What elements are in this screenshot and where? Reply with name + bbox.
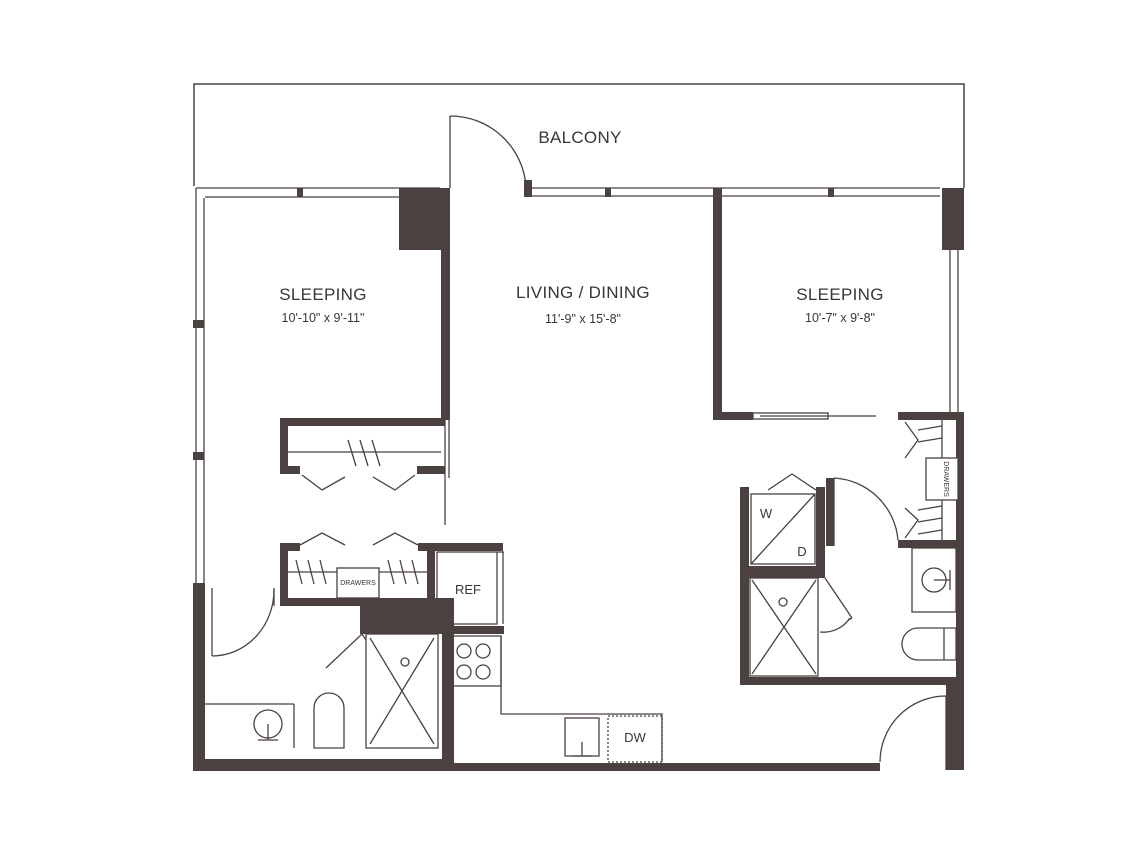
bedroom-left-dims: 10'-10" x 9'-11" xyxy=(282,311,365,325)
bedroom-right-dims: 10'-7" x 9'-8" xyxy=(805,311,875,325)
bedroom-right-label: SLEEPING xyxy=(796,285,883,304)
washer-label: W xyxy=(760,506,773,521)
drawers-right-label: DRAWERS xyxy=(942,461,949,497)
drawers-left-label: DRAWERS xyxy=(340,580,376,587)
interior-lines xyxy=(205,115,959,770)
dw-label: DW xyxy=(624,730,646,745)
walls xyxy=(193,180,964,771)
living-label: LIVING / DINING xyxy=(516,283,650,302)
room-labels: BALCONY LIVING / DINING 11'-9" x 15'-8" … xyxy=(279,128,883,326)
living-dims: 11'-9" x 15'-8" xyxy=(545,312,621,326)
balcony-label: BALCONY xyxy=(538,128,621,147)
windows xyxy=(195,187,959,584)
balcony-outline xyxy=(193,83,965,188)
fixture-labels: REF DW DRAWERS DRAWERS W D xyxy=(340,461,949,745)
dryer-label: D xyxy=(797,544,806,559)
bedroom-left-label: SLEEPING xyxy=(279,285,366,304)
ref-label: REF xyxy=(455,582,481,597)
